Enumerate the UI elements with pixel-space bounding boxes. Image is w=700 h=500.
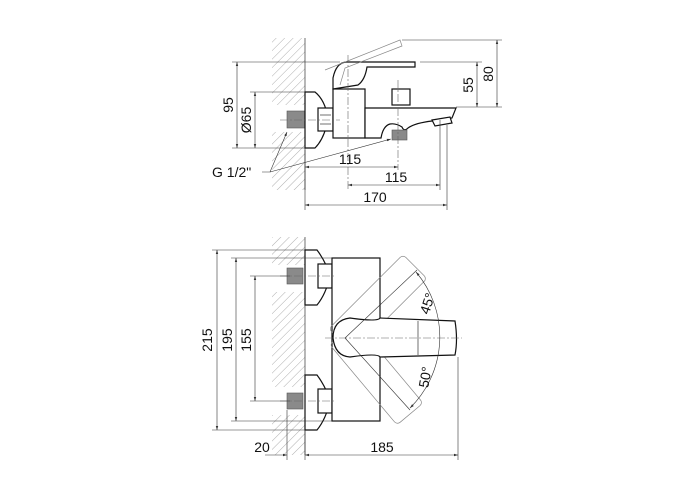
inlet-pipe-stub <box>286 110 306 129</box>
dim-55: 55 <box>460 77 476 93</box>
outlet-thread <box>391 129 408 141</box>
dim-155: 155 <box>238 328 254 352</box>
angle-arc <box>409 271 441 409</box>
dimensions-side <box>232 39 502 210</box>
angle-45: 45° <box>416 291 438 316</box>
wall-hatch <box>272 38 306 190</box>
dim-195: 195 <box>219 328 235 352</box>
lever-handle-front <box>332 317 458 358</box>
dim-80: 80 <box>480 66 496 82</box>
nut <box>317 107 334 132</box>
dim-95: 95 <box>220 97 236 113</box>
dim-115-spout: 115 <box>385 169 408 185</box>
dim-215: 215 <box>199 328 215 352</box>
mixer-body <box>332 88 366 139</box>
dim-115-inlet: 115 <box>339 151 362 167</box>
wall-hatch-front <box>272 237 306 455</box>
angle-50: 50° <box>415 365 434 389</box>
dim-170: 170 <box>363 189 387 205</box>
dim-185: 185 <box>370 439 394 455</box>
dimensions-front <box>212 249 459 460</box>
thread-label: G 1/2" <box>212 164 251 180</box>
aerator <box>431 116 453 127</box>
side-view: 95 Ø65 55 80 115 115 170 G 1/2" <box>212 38 502 210</box>
diverter-knob <box>391 88 411 106</box>
lever-raised-outline <box>324 39 403 86</box>
front-view: 215 195 155 20 185 45° 50° <box>199 237 462 460</box>
dim-rosette-diameter: Ø65 <box>238 107 254 134</box>
dim-20: 20 <box>254 439 270 455</box>
lever-handle <box>332 61 416 90</box>
spout <box>364 107 457 139</box>
